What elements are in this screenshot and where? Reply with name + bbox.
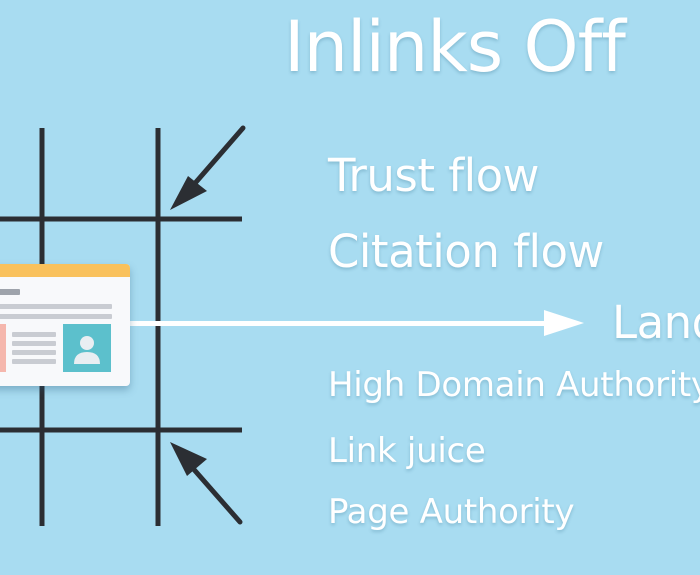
label-high-domain-authority: High Domain Authority	[328, 365, 700, 405]
label-citation-flow: Citation flow	[328, 225, 604, 278]
user-avatar-icon	[63, 324, 111, 372]
label-trust-flow: Trust flow	[328, 149, 539, 202]
label-link-juice: Link juice	[328, 431, 486, 471]
card-text-line	[0, 314, 112, 319]
card-header-bar	[0, 264, 130, 277]
arrow-right-icon	[128, 310, 584, 336]
arrow-down-left-icon	[170, 125, 246, 210]
card-text-line	[12, 359, 56, 364]
card-heading-line	[0, 289, 20, 295]
card-text-line	[12, 341, 56, 346]
page-title: Inlinks Off	[284, 6, 626, 88]
card-text-line	[12, 332, 56, 337]
arrow-up-left-icon	[170, 442, 243, 525]
card-text-line	[0, 304, 112, 309]
card-text-line	[12, 350, 56, 355]
label-page-authority: Page Authority	[328, 492, 575, 532]
card-image-block	[0, 324, 6, 372]
label-landing: Landi	[612, 296, 700, 349]
web-page-card	[0, 264, 130, 386]
